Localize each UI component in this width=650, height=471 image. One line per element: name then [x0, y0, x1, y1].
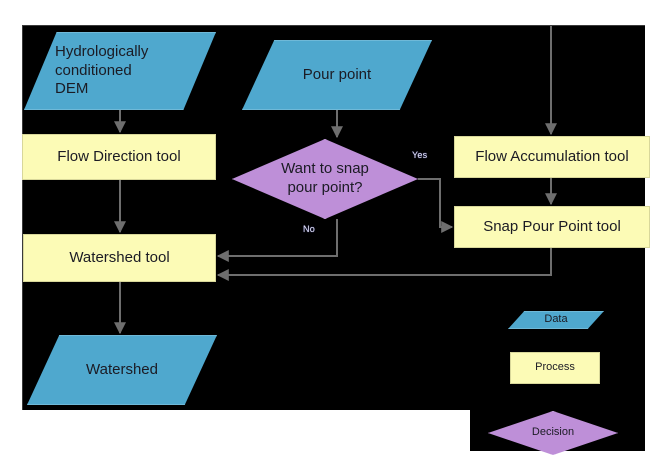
- node-watershed-tool-label: Watershed tool: [69, 248, 170, 266]
- branch-label-yes: Yes: [412, 150, 428, 160]
- edge-decision-yes-to-snap-pour-point: [418, 178, 454, 233]
- node-decision-line-1: Want to snap: [281, 160, 369, 178]
- node-snap-pour-point-label: Snap Pour Point tool: [483, 217, 621, 235]
- node-watershed-label: Watershed: [86, 360, 158, 378]
- branch-label-no: No: [303, 224, 315, 234]
- legend-data-label: Data: [544, 313, 568, 326]
- node-flow-direction-tool[interactable]: Flow Direction tool: [22, 134, 216, 180]
- node-snap-pour-point-tool[interactable]: Snap Pour Point tool: [454, 206, 650, 248]
- edge-snap-pour-point-to-watershed-tool: [216, 248, 552, 281]
- node-watershed-tool[interactable]: Watershed tool: [23, 234, 216, 282]
- node-flow-accumulation-tool[interactable]: Flow Accumulation tool: [454, 136, 650, 178]
- node-dem-line-1: Hydrologically: [55, 42, 149, 60]
- legend-item-process: Process: [510, 352, 600, 384]
- node-flow-direction-label: Flow Direction tool: [57, 147, 181, 165]
- node-hydrologically-conditioned-dem[interactable]: Hydrologically conditioned DEM: [24, 32, 216, 110]
- legend-item-data: Data: [508, 311, 604, 329]
- node-dem-line-2: conditioned: [55, 61, 132, 79]
- node-dem-line-3: DEM: [55, 80, 89, 98]
- node-decision-line-2: pour point?: [287, 179, 363, 196]
- legend-process-label: Process: [535, 361, 575, 374]
- legend-decision-label: Decision: [531, 426, 575, 439]
- node-pour-point-label: Pour point: [302, 65, 372, 83]
- node-flow-accumulation-label: Flow Accumulation tool: [475, 147, 629, 165]
- node-pour-point[interactable]: Pour point: [242, 40, 432, 110]
- edge-decision-no-to-watershed-tool: [216, 219, 338, 262]
- node-watershed[interactable]: Watershed: [27, 335, 217, 405]
